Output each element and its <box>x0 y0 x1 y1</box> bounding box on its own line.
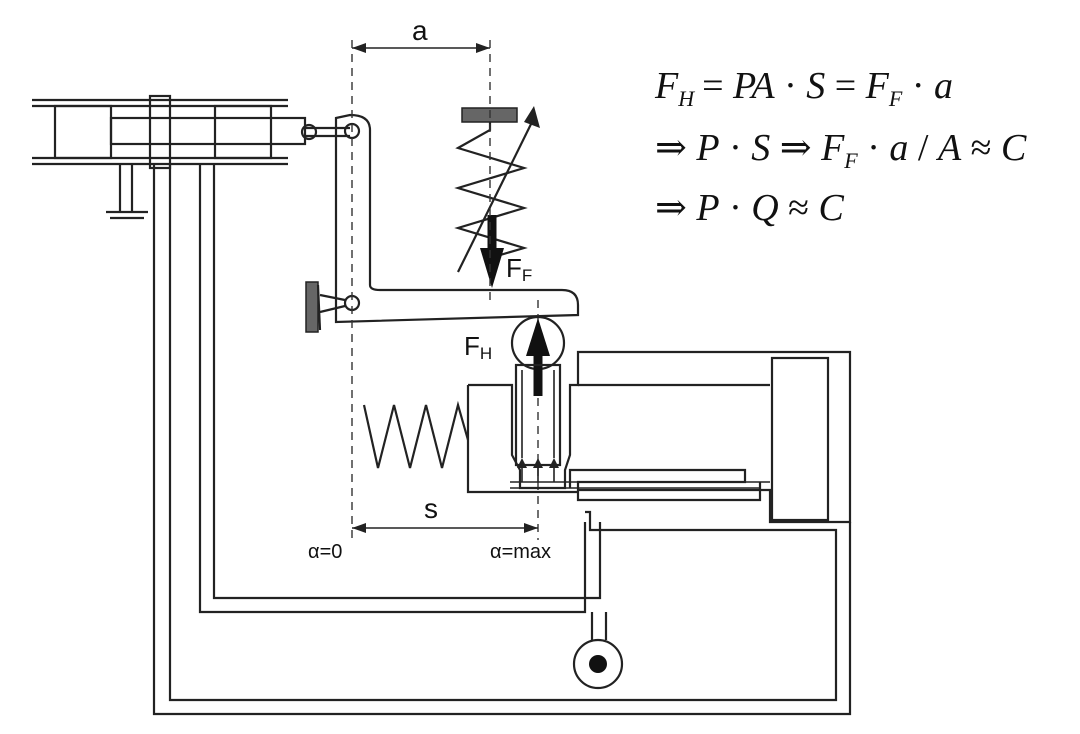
hydraulic-lines <box>152 164 852 716</box>
force-f-label: FF <box>506 253 532 285</box>
pivot-fixture <box>305 281 319 333</box>
rod-link <box>300 123 350 141</box>
lever <box>319 113 580 324</box>
alpha-zero-label: α=0 <box>308 541 342 563</box>
pressure-arrows <box>517 458 559 482</box>
dimension-s-label: s <box>424 493 438 524</box>
equation-line-3: ⇒ P · Q ≈ C <box>655 187 845 229</box>
equation-line-2: ⇒ P · S ⇒ FF · a / A ≈ C <box>655 127 1027 173</box>
roller-ball <box>510 315 566 396</box>
pump-housing <box>466 350 852 524</box>
dimension-a-label: a <box>412 15 428 46</box>
alpha-max-label: α=max <box>490 541 551 563</box>
control-cylinder <box>32 94 307 220</box>
equations: FH= PA · S = FF · a ⇒ P · S ⇒ FF · a / A… <box>654 65 1027 229</box>
adjustable-spring <box>454 106 540 288</box>
dimension-s <box>352 523 538 533</box>
dimension-a <box>352 43 490 53</box>
pump-symbol <box>572 638 624 690</box>
return-spring <box>362 400 470 469</box>
force-h-label: FH <box>464 331 492 363</box>
equation-line-1: FH= PA · S = FF · a <box>654 65 953 111</box>
